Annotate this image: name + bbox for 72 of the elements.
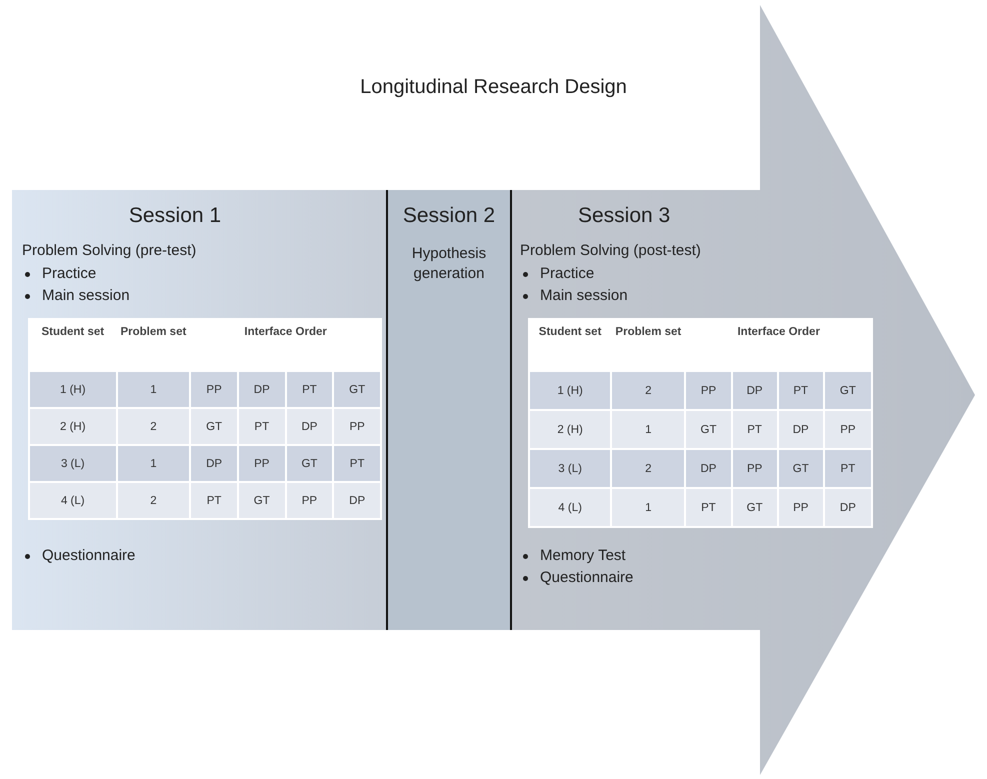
table-cell: PP	[334, 409, 380, 444]
table-cell: 2 (H)	[530, 411, 610, 448]
table-cell: PT	[191, 483, 237, 518]
table-cell: GT	[686, 411, 731, 448]
session-heading: Session 2	[402, 204, 496, 228]
bullet-item: Practice	[520, 265, 594, 282]
table-cell: 3 (L)	[530, 450, 610, 487]
column-header: Interface Order	[243, 325, 328, 340]
session-panel	[388, 190, 510, 630]
table-cell: PT	[286, 372, 332, 407]
table-cell: PT	[238, 409, 285, 444]
session-panel	[12, 190, 388, 630]
table-cell: PP	[191, 372, 237, 407]
table-cell: 4 (L)	[30, 483, 116, 518]
table-cell: DP	[334, 483, 380, 518]
table-cell: GT	[334, 372, 380, 407]
bullet-item: Main session	[22, 287, 130, 304]
table-cell: 1	[612, 489, 684, 526]
table-cell: PP	[686, 372, 731, 409]
arrow-shape	[12, 5, 975, 775]
table-cell: 3 (L)	[30, 446, 116, 481]
table-cell: DP	[238, 372, 285, 407]
bullet-item: Questionnaire	[520, 569, 634, 586]
diagram-title: Longitudinal Research Design	[360, 76, 627, 98]
table-cell: 2	[612, 450, 684, 487]
table-cell: GT	[824, 372, 871, 409]
bullet-item: Memory Test	[520, 547, 626, 564]
table-cell: GT	[732, 489, 777, 526]
table-cell: 4 (L)	[530, 489, 610, 526]
table-cell: 2	[118, 409, 190, 444]
column-header: Problem set	[614, 325, 682, 340]
column-header: Problem set	[119, 325, 188, 340]
section-text: Problem Solving (post-test)	[520, 242, 701, 259]
table-cell: 1	[118, 372, 190, 407]
bullet-item: Questionnaire	[22, 547, 136, 564]
session-heading: Session 3	[578, 204, 670, 228]
table-cell: 1 (H)	[30, 372, 116, 407]
table-cell: PT	[686, 489, 731, 526]
table-cell: PT	[334, 446, 380, 481]
table-cell: 2	[612, 372, 684, 409]
table-cell: PP	[286, 483, 332, 518]
section-text: Problem Solving (pre-test)	[22, 242, 196, 259]
table-cell: DP	[732, 372, 777, 409]
section-text: Hypothesis generation	[410, 244, 488, 284]
table-cell: PT	[824, 450, 871, 487]
session-heading: Session 1	[128, 204, 222, 228]
table-cell: GT	[286, 446, 332, 481]
table-cell: PP	[824, 411, 871, 448]
table-cell: PP	[238, 446, 285, 481]
column-header: Student set	[538, 325, 602, 340]
table-cell: GT	[778, 450, 823, 487]
table-cell: 1 (H)	[530, 372, 610, 409]
table-cell: 1	[118, 446, 190, 481]
column-header: Student set	[40, 325, 106, 340]
bullet-item: Practice	[22, 265, 96, 282]
table-cell: GT	[238, 483, 285, 518]
table-cell: PP	[732, 450, 777, 487]
table-cell: GT	[191, 409, 237, 444]
table-cell: PT	[732, 411, 777, 448]
table-cell: 2	[118, 483, 190, 518]
table-cell: DP	[286, 409, 332, 444]
table-cell: DP	[191, 446, 237, 481]
table-cell: DP	[686, 450, 731, 487]
session-panel	[510, 190, 873, 630]
column-header: Interface Order	[736, 325, 821, 340]
table-cell: DP	[778, 411, 823, 448]
table-cell: PP	[778, 489, 823, 526]
table-cell: 2 (H)	[30, 409, 116, 444]
table-cell: PT	[778, 372, 823, 409]
bullet-item: Main session	[520, 287, 628, 304]
table-cell: DP	[824, 489, 871, 526]
table-cell: 1	[612, 411, 684, 448]
